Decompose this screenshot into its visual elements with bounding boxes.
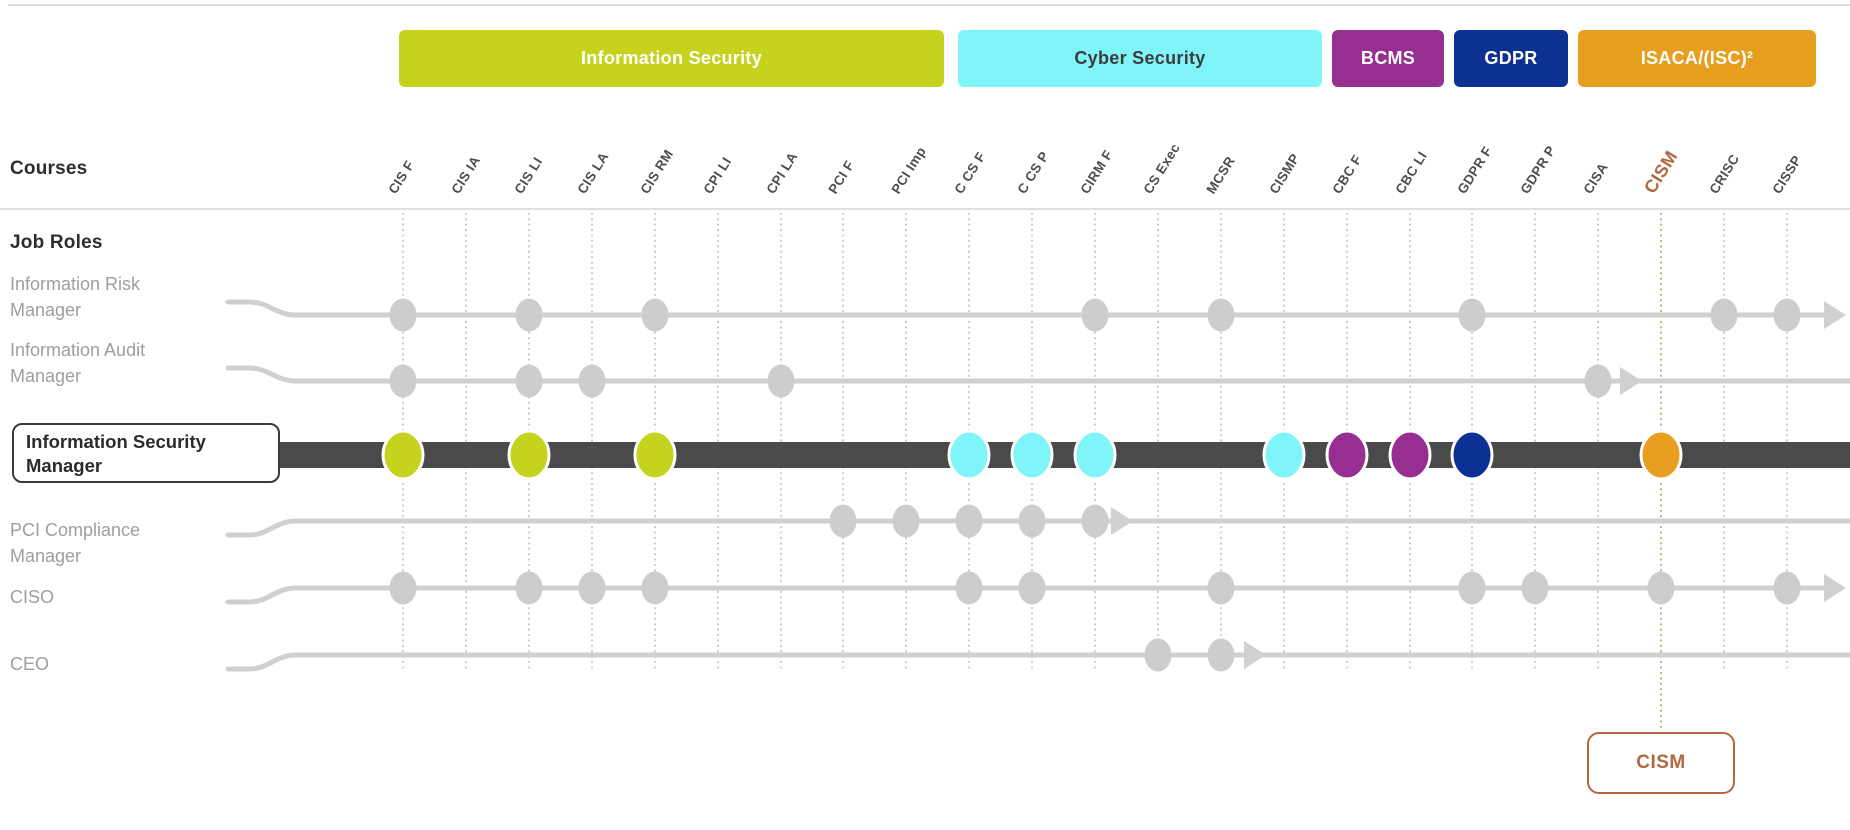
job-role-label-line: Information Audit xyxy=(10,340,146,360)
course-dot-ciso-cis-rm xyxy=(641,571,669,605)
arrowhead-information-audit-manager xyxy=(1620,367,1642,395)
course-dot-ciso-gdpr-f xyxy=(1458,571,1486,605)
course-dot-pci-compliance-manager-c-cs-p xyxy=(1018,504,1046,538)
course-dot-pci-compliance-manager-pci-imp xyxy=(892,504,920,538)
course-dot-pci-compliance-manager-c-cs-f xyxy=(955,504,983,538)
course-dot-ciso-cis-f xyxy=(389,571,417,605)
job-role-label-ciso: CISO xyxy=(10,584,228,610)
course-dot-information-audit-manager-cis-la xyxy=(578,364,606,398)
course-dot-ceo-cs-exec xyxy=(1144,638,1172,672)
highlighted-role-line2: Manager xyxy=(26,455,103,476)
courses-divider xyxy=(0,208,1850,210)
course-dot-ciso-cism xyxy=(1647,571,1675,605)
highlighted-role-line1: Information Security xyxy=(26,431,206,452)
job-role-label-line: Manager xyxy=(10,366,82,386)
job-role-label-line: CISO xyxy=(10,587,55,607)
course-dot-information-security-manager-cis-rm xyxy=(633,429,677,481)
course-dot-information-risk-manager-mcsr xyxy=(1207,298,1235,332)
role-path-ciso xyxy=(225,585,1827,605)
course-dot-pci-compliance-manager-cirm-f xyxy=(1081,504,1109,538)
arrowhead-pci-compliance-manager xyxy=(1111,507,1133,535)
category-bar-information-security: Information Security xyxy=(399,30,944,87)
course-dot-information-security-manager-cism xyxy=(1639,429,1683,481)
course-dot-information-security-manager-cbc-li xyxy=(1388,429,1432,481)
arrowhead-information-risk-manager xyxy=(1824,301,1846,329)
category-bar-bcms: BCMS xyxy=(1332,30,1444,87)
course-dot-ciso-gdpr-p xyxy=(1521,571,1549,605)
role-path-pci-compliance-manager xyxy=(225,518,1850,538)
course-dot-information-audit-manager-cis-li xyxy=(515,364,543,398)
course-dot-information-security-manager-c-cs-f xyxy=(947,429,991,481)
course-dot-information-security-manager-cirm-f xyxy=(1073,429,1117,481)
course-dot-ciso-cis-la xyxy=(578,571,606,605)
course-dot-information-risk-manager-cirm-f xyxy=(1081,298,1109,332)
course-dot-information-security-manager-cis-li xyxy=(507,429,551,481)
highlighted-role-box: Information Security Manager xyxy=(12,423,280,483)
arrowhead-ciso xyxy=(1824,574,1846,602)
course-dot-pci-compliance-manager-pci-f xyxy=(829,504,857,538)
job-role-label-ceo: CEO xyxy=(10,651,228,677)
courses-heading: Courses xyxy=(10,158,88,179)
course-dot-information-security-manager-c-cs-p xyxy=(1010,429,1054,481)
job-role-label-line: Manager xyxy=(10,300,82,320)
course-dot-ciso-mcsr xyxy=(1207,571,1235,605)
course-dot-information-risk-manager-cis-rm xyxy=(641,298,669,332)
course-dot-information-security-manager-cis-f xyxy=(381,429,425,481)
category-bar-isaca-isc-: ISACA/(ISC)² xyxy=(1578,30,1816,87)
course-dot-ciso-cissp xyxy=(1773,571,1801,605)
course-dot-information-risk-manager-gdpr-f xyxy=(1458,298,1486,332)
arrowhead-ceo xyxy=(1244,641,1266,669)
course-dot-ciso-c-cs-p xyxy=(1018,571,1046,605)
job-role-label-line: Information Risk xyxy=(10,274,141,294)
job-role-label-line: CEO xyxy=(10,654,50,674)
role-path-ceo xyxy=(225,652,1850,672)
course-dot-ciso-c-cs-f xyxy=(955,571,983,605)
course-dot-ceo-mcsr xyxy=(1207,638,1235,672)
course-dot-information-security-manager-cismp xyxy=(1262,429,1306,481)
cism-callout-label: CISM xyxy=(1636,752,1686,773)
course-dot-information-risk-manager-cis-f xyxy=(389,298,417,332)
job-role-label-line: Manager xyxy=(10,546,82,566)
job-role-label-line: PCI Compliance xyxy=(10,520,141,540)
category-bar-cyber-security: Cyber Security xyxy=(958,30,1322,87)
course-dot-information-security-manager-gdpr-f xyxy=(1450,429,1494,481)
role-path-information-risk-manager xyxy=(225,299,1827,318)
role-path-information-audit-manager xyxy=(225,365,1850,384)
course-dot-information-audit-manager-cpi-la xyxy=(767,364,795,398)
course-dot-information-risk-manager-cis-li xyxy=(515,298,543,332)
course-dot-information-audit-manager-cisa xyxy=(1584,364,1612,398)
course-dot-information-risk-manager-cissp xyxy=(1773,298,1801,332)
course-dot-information-audit-manager-cis-f xyxy=(389,364,417,398)
top-rule xyxy=(8,4,1850,6)
category-bar-gdpr: GDPR xyxy=(1454,30,1568,87)
job-roles-heading: Job Roles xyxy=(10,232,103,253)
course-dot-information-security-manager-cbc-f xyxy=(1325,429,1369,481)
course-dot-ciso-cis-li xyxy=(515,571,543,605)
cism-callout-box: CISM xyxy=(1587,732,1735,794)
course-dot-information-risk-manager-crisc xyxy=(1710,298,1738,332)
